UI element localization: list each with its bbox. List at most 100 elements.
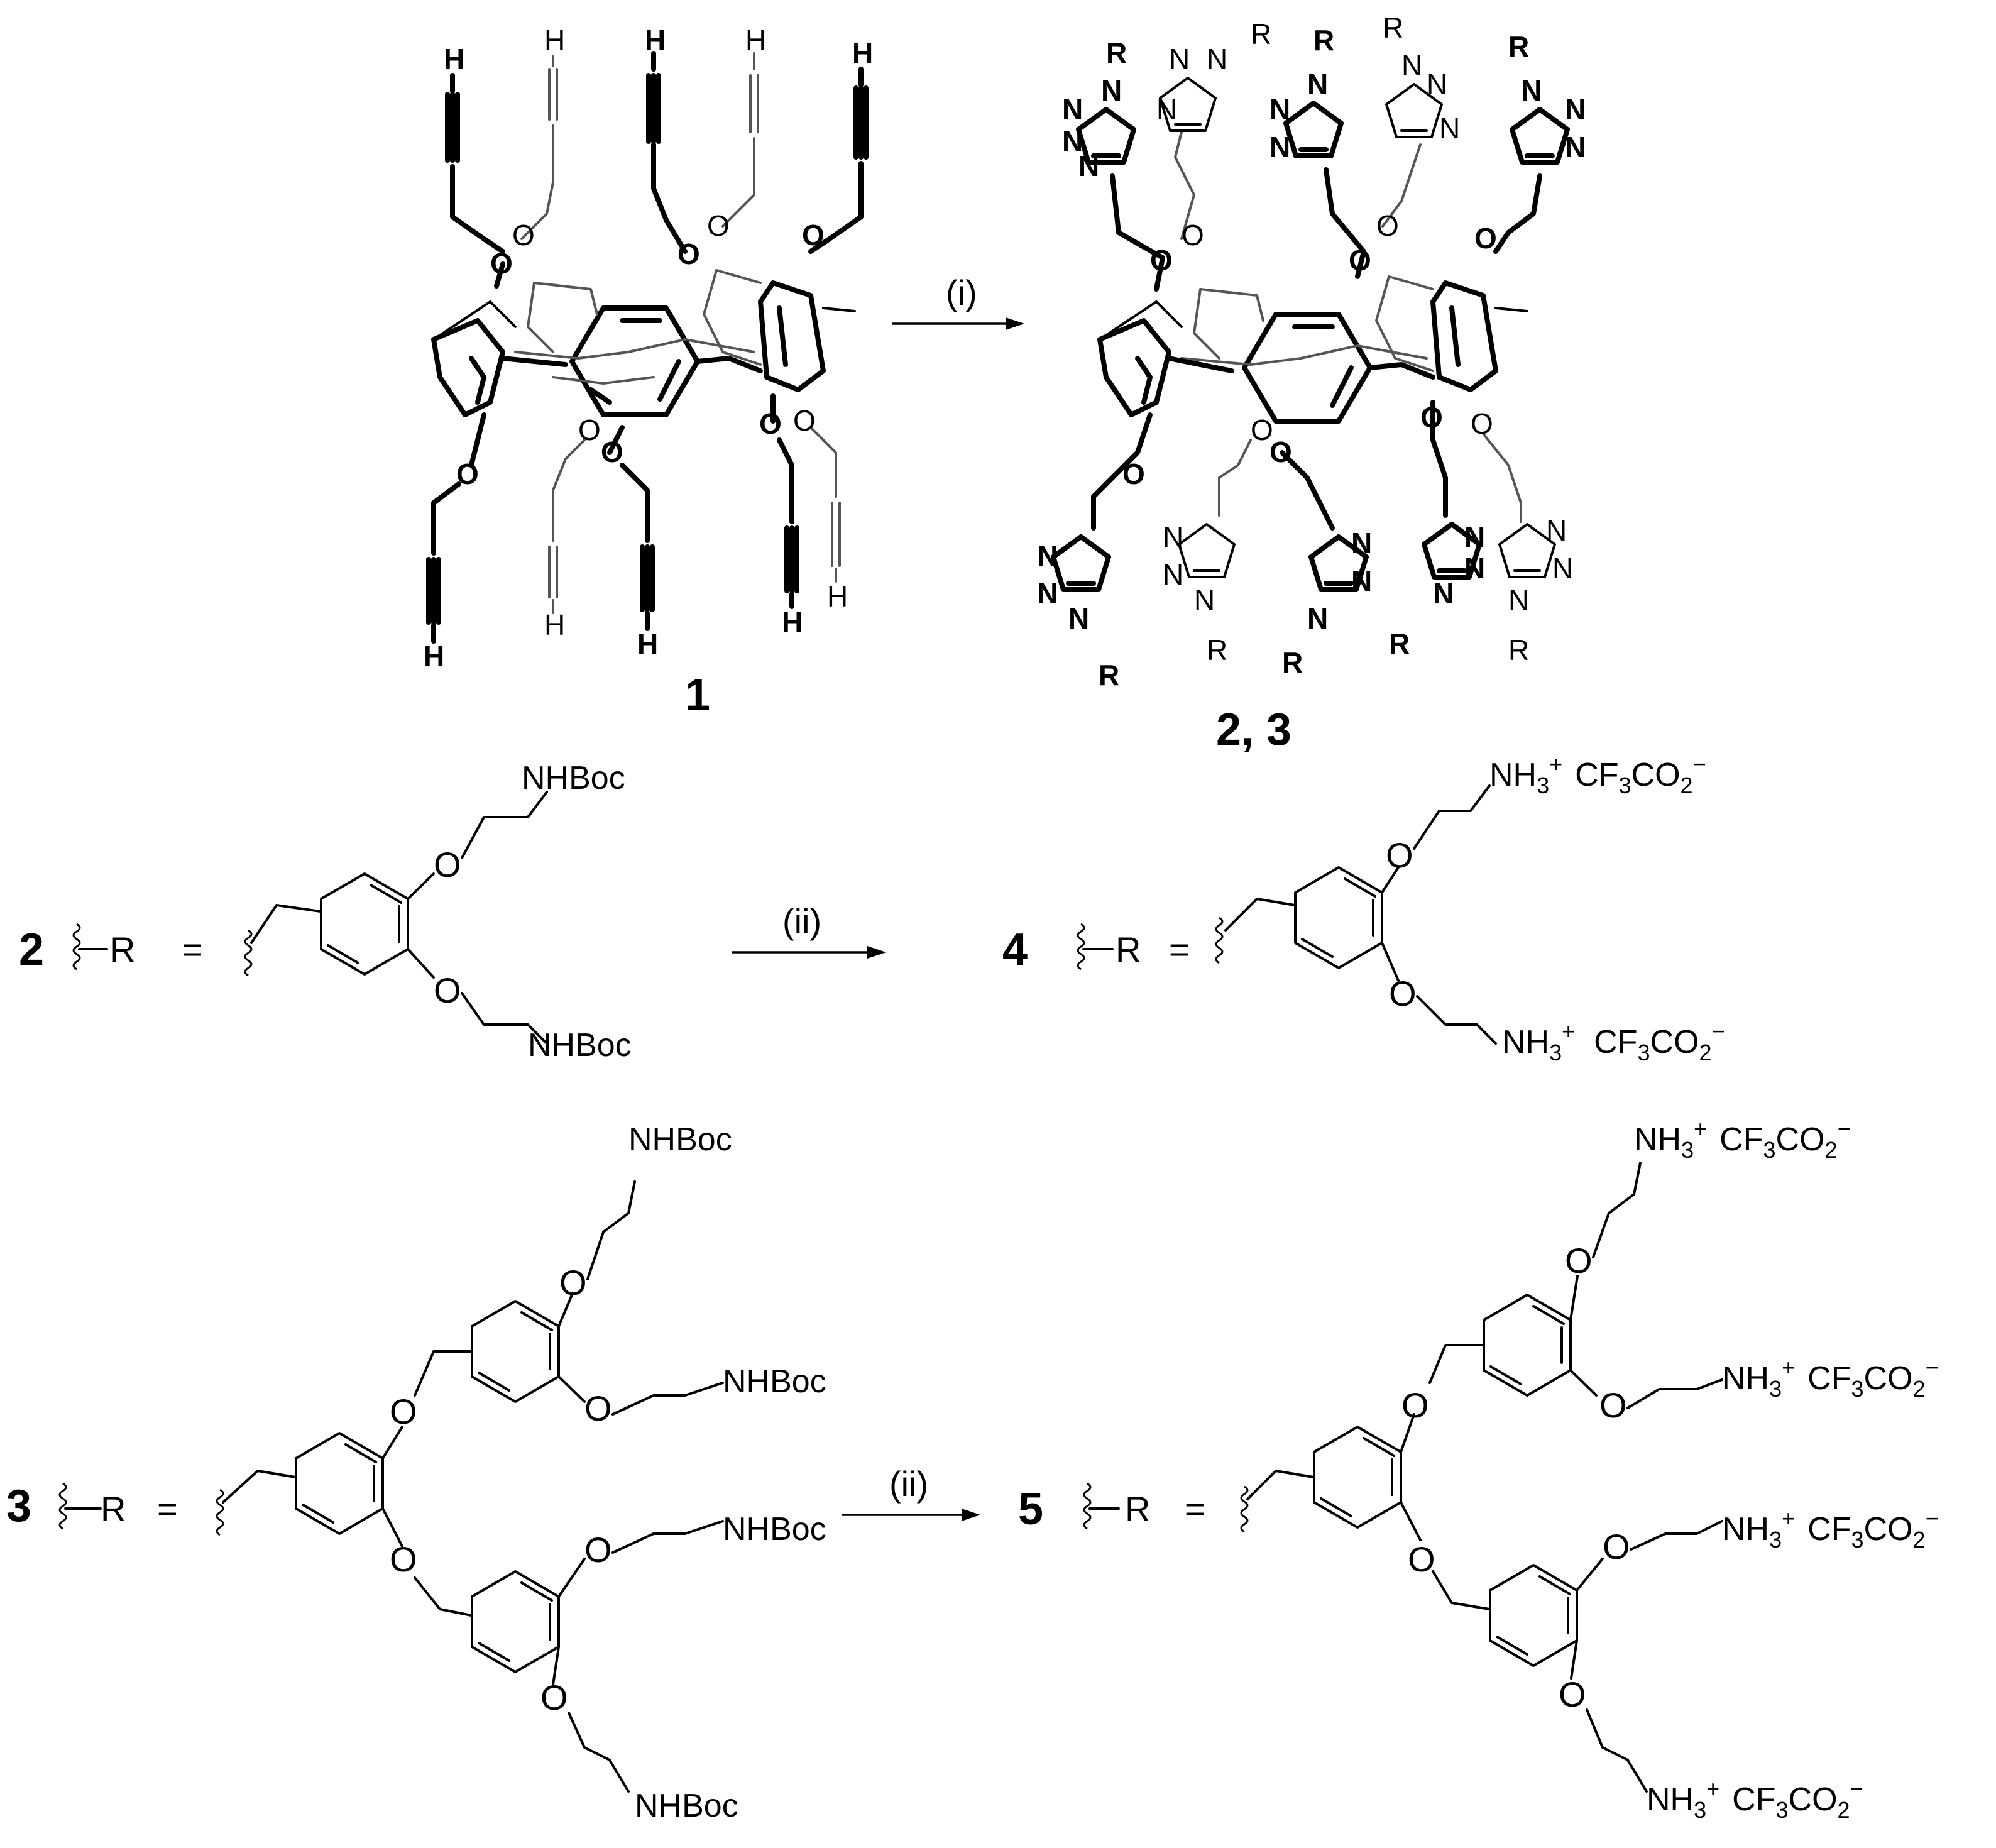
substituent-r: R [1099,659,1119,691]
triazole-n: N [1269,93,1290,126]
ether-o: O [1603,1527,1630,1566]
triazole-n: N [1427,68,1447,101]
substituent-r: R [1282,646,1303,679]
reaction-arrow-ii-a: (ii) [732,901,886,959]
triazole-n: N [1351,527,1372,559]
ether-o: O [1122,458,1145,490]
alkyne-h-3: H [645,24,666,57]
ether-o: O [1376,209,1399,242]
ether-o-4: O [707,209,730,242]
triazole-n: N [1546,514,1567,547]
triazole-n: N [1156,93,1177,126]
alkyne-h-4: H [745,24,766,57]
ether-o: O [1559,1675,1586,1714]
triazole-n: N [1521,74,1542,107]
nhboc-group: NHBoc [723,1511,826,1548]
reaction-arrow-i: (i) [892,273,1024,330]
compound-2-3-structure: N N N N R O N N N R O N N N R O N N [1037,11,1586,755]
ether-o: O [1474,222,1497,255]
substituent-r: R [1313,24,1334,57]
alkyne-h-1: H [444,43,464,75]
triazole-n: N [1351,564,1372,597]
ether-o: O [1599,1385,1627,1425]
alkyne-h-9: H [782,605,803,638]
nhboc-group: NHBoc [522,760,625,796]
ammonium-group: NH3+CF3CO2− [1722,1355,1939,1402]
compound-label-2: 2 [19,925,44,975]
reaction-arrow-ii-b: (ii) [842,1464,980,1521]
ammonium-group: NH3+CF3CO2− [1647,1776,1863,1823]
alkyne-h-5: H [852,36,873,69]
ether-o: O [1389,974,1417,1013]
calixarene-core-2 [1097,275,1528,424]
triazole-n: N [1552,552,1573,585]
triazole-n: N [1269,131,1290,163]
equals-sign: = [1185,1489,1205,1529]
triazole-n: N [1062,124,1083,157]
ether-o: O [390,1539,417,1579]
triazole-n: N [1163,558,1183,591]
equals-sign: = [1169,930,1190,969]
substituent-r: R [1106,36,1127,69]
ether-o-5: O [802,219,825,251]
ether-o-8: O [601,436,623,468]
substituent-r: R [1383,11,1403,44]
ether-o: O [584,1389,612,1428]
r-label: R [1125,1489,1150,1529]
ether-o: O [1386,835,1413,875]
triazole-n: N [1401,49,1422,82]
alkyne-h-7: H [544,608,565,641]
triazole-n: N [1037,539,1058,572]
substituent-r: R [1508,30,1529,63]
nhboc-group: NHBoc [635,1788,738,1824]
ether-o: O [1182,219,1204,251]
r-definition-2: 2 R = O O NHBoc NHBoc [19,760,632,1064]
ether-o: O [390,1392,417,1431]
ether-o: O [1471,407,1493,440]
r-label: R [110,930,135,969]
ammonium-group: NH3+CF3CO2− [1634,1116,1851,1163]
ether-o: O [1150,244,1173,277]
alkyne-h-6: H [424,640,444,673]
ether-o: O [434,971,461,1010]
compound-label-2-3: 2, 3 [1216,705,1291,755]
triazole-n: N [1163,520,1183,553]
triazole-n: N [1194,583,1215,616]
lower-alkyne-chains: O O O O O H H H H H [424,393,848,673]
triazole-n: N [1464,552,1485,585]
ether-o: O [1251,414,1273,446]
ether-o-3: O [677,238,700,270]
condition-ii-b: (ii) [889,1464,928,1504]
substituent-r: R [1251,18,1271,50]
nhboc-group: NHBoc [528,1027,632,1064]
triazole-n: N [1207,43,1227,75]
triazole-n: N [1508,583,1529,616]
ammonium-group: NH3+CF3CO2− [1722,1505,1939,1553]
triazole-n: N [1062,93,1083,126]
r-definition-4: 4 R = O O NH3+CF3CO2− NH3+CF3CO2− [1002,751,1725,1065]
triazole-n: N [1068,602,1089,635]
ether-o: O [559,1263,587,1302]
triazole-n: N [1101,74,1122,107]
equals-sign: = [157,1489,178,1529]
ether-o: O [1408,1539,1435,1579]
triazole-n: N [1037,577,1058,610]
ether-o-6: O [456,458,479,490]
ether-o: O [584,1530,612,1570]
triazole-n: N [1464,520,1485,553]
condition-ii-a: (ii) [782,901,821,941]
ether-o-7: O [578,414,601,446]
r-label: R [1116,930,1141,969]
r-definition-3: 3 R = O O O O NHBoc NHBoc O O NHBoc NHBo… [6,1121,826,1824]
triazole-n: N [1078,150,1099,182]
ether-o: O [1401,1385,1429,1425]
alkyne-h-2: H [544,24,565,57]
ammonium-group: NH3+CF3CO2− [1489,751,1706,798]
compound-1-structure: H H H H H O O O O O [424,24,873,720]
ether-o-1: O [490,247,513,280]
compound-label-4: 4 [1002,925,1028,975]
triazole-n: N [1433,577,1454,610]
calixarene-core [431,269,856,417]
equals-sign: = [182,930,203,969]
